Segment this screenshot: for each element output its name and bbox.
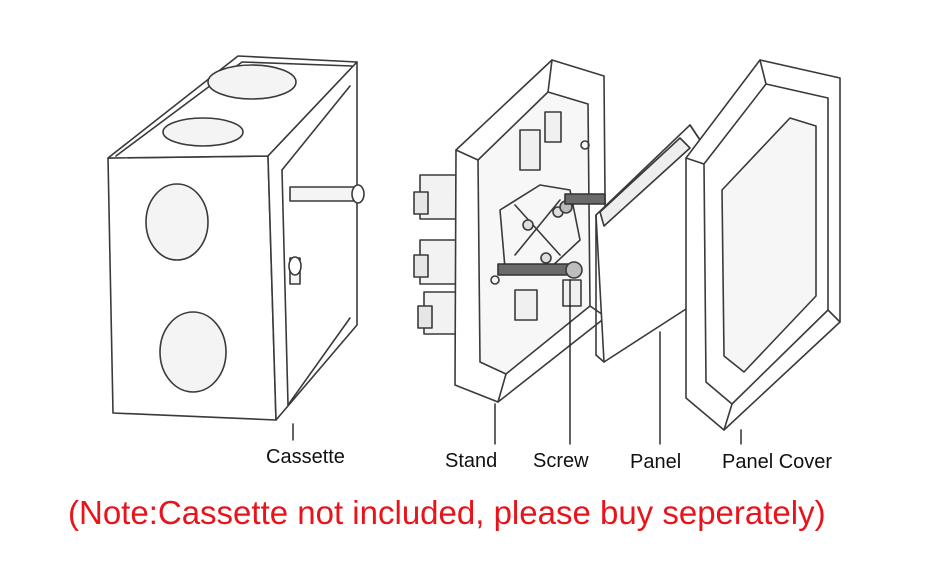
label-cassette: Cassette <box>266 446 345 468</box>
cassette-box <box>107 55 365 421</box>
label-panel-cover: Panel Cover <box>722 451 833 473</box>
screws <box>497 193 606 279</box>
note-text: (Note:Cassette not included, please buy … <box>68 494 826 531</box>
label-panel: Panel <box>630 451 682 473</box>
leader-lines <box>292 279 742 445</box>
switch-panel <box>595 124 701 363</box>
label-stand: Stand <box>445 450 498 472</box>
label-screw: Screw <box>533 450 589 472</box>
panel-cover-frame <box>685 59 841 431</box>
stand-frame <box>413 59 607 403</box>
